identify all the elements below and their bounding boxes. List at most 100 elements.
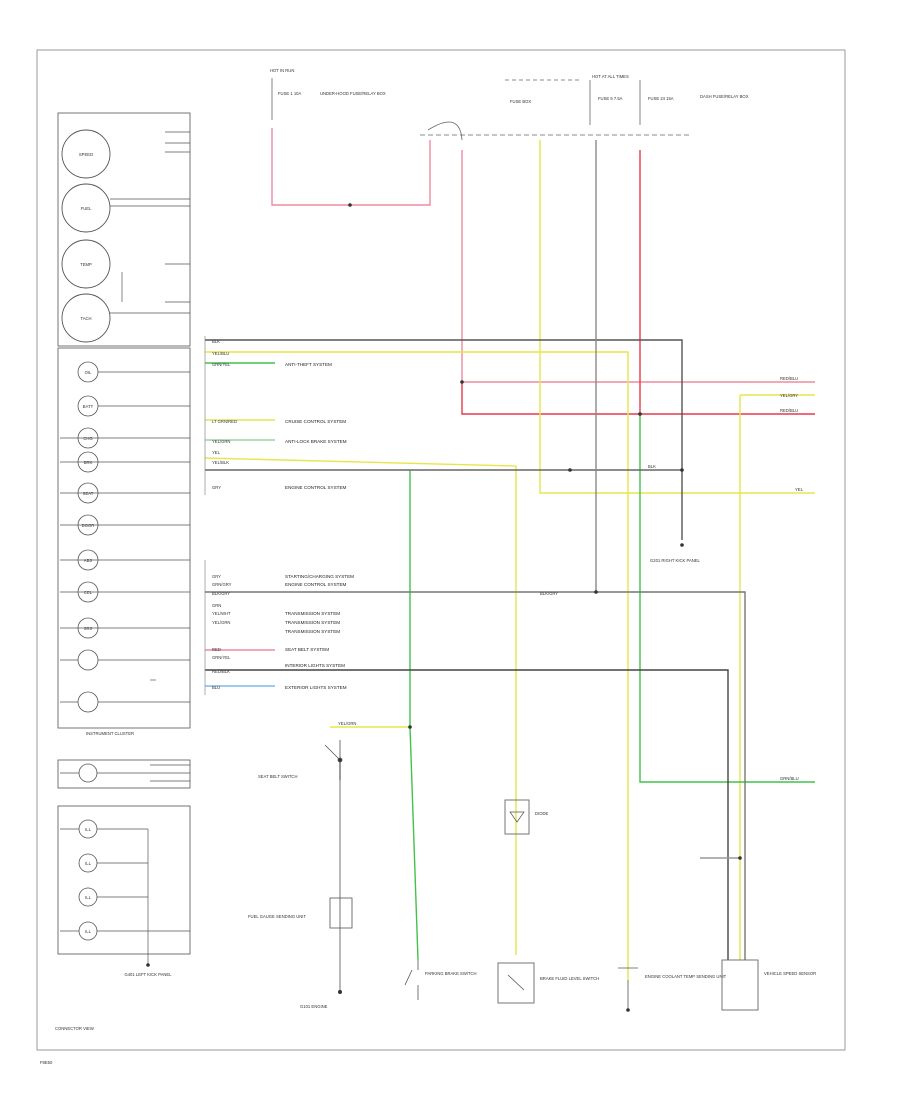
lamp-label: SRS: [84, 626, 93, 631]
gauge-tach: TACH: [61, 293, 111, 343]
gauge-label: TEMP: [80, 262, 92, 267]
wire-label: RED: [212, 647, 221, 652]
wire-label: YEL: [212, 450, 221, 455]
illum-label: ILL: [85, 929, 91, 934]
illum-label: ILL: [85, 861, 91, 866]
hot-at-all-times-label: HOT AT ALL TIMES: [592, 74, 629, 79]
lamp-row-6: ABS: [60, 549, 190, 571]
wire-label: BLK/GRY: [540, 591, 558, 596]
lamp-row-1: BATT: [77, 395, 190, 417]
lamp-label: CEL: [84, 590, 93, 595]
cluster-illum-box: [57, 805, 191, 955]
illum-lamp-3: ILL: [78, 921, 98, 941]
page-label: CONNECTOR VIEW: [55, 1026, 94, 1031]
gauge-temp: TEMP: [61, 239, 111, 289]
system-label: ENGINE CONTROL SYSTEM: [285, 582, 347, 587]
wire-label: YEL/WHT: [212, 611, 231, 616]
instrument-cluster: SPEED FUEL TEMP TACH OIL: [57, 112, 191, 977]
system-label: CRUISE CONTROL SYSTEM: [285, 419, 346, 424]
cluster-mid-box: [57, 759, 191, 789]
fuse-a-label: FUSE 1 10A: [278, 91, 301, 96]
system-label: TRANSMISSION SYSTEM: [285, 611, 340, 616]
wire-label: BLK: [212, 339, 220, 344]
wire-label: RED/BLU: [780, 408, 798, 413]
wire-label: GRN/GRY: [212, 582, 232, 587]
cluster-lamp-box: [57, 347, 191, 729]
wire-label: YEL/GRY: [780, 393, 798, 398]
wire-label: GRN: [212, 603, 221, 608]
lamp-label: CHG: [83, 436, 92, 441]
brake-fluid-label: BRAKE FLUID LEVEL SWITCH: [540, 976, 599, 981]
wire-label: GRY: [212, 574, 221, 579]
wire-label: GRN/YEL: [212, 362, 231, 367]
hot-in-run-label: HOT IN RUN: [270, 68, 294, 73]
lamp-row-5: DOOR: [60, 514, 190, 536]
system-label: INTERIOR LIGHTS SYSTEM: [285, 663, 345, 668]
footer-code: F8E50: [40, 1060, 53, 1065]
vss-label: VEHICLE SPEED SENSOR: [764, 971, 816, 976]
gauge-speed: SPEED: [61, 129, 111, 179]
illum-label: ILL: [85, 827, 91, 832]
wire-label: LT GRN/RED: [212, 419, 237, 424]
fuse-area: HOT IN RUN FUSE 1 10A UNDER-HOOD FUSE/RE…: [270, 68, 749, 141]
underhood-label: UNDER-HOOD FUSE/RELAY BOX: [320, 91, 386, 96]
lamp-row-8: SRS: [60, 617, 190, 639]
fuse-box-label: FUSE BOX: [510, 99, 531, 104]
gauge-fuel: FUEL: [61, 183, 111, 233]
ground-g2-label: G201 RIGHT KICK PANEL: [650, 558, 701, 563]
ground-g1-label: G401 LEFT KICK PANEL: [124, 972, 172, 977]
lamp-row-0: OIL: [77, 361, 190, 383]
wire-label: BLK: [648, 464, 656, 469]
wire-label: RED/BLU: [780, 376, 798, 381]
system-label: TRANSMISSION SYSTEM: [285, 629, 340, 634]
system-label: STARTING/CHARGING SYSTEM: [285, 574, 354, 579]
lamp-label: BRK: [84, 460, 93, 465]
fuel-gauge-unit-label: FUEL GAUGE SENDING UNIT: [248, 914, 306, 919]
illum-lamp-1: ILL: [78, 853, 98, 873]
system-label: TRANSMISSION SYSTEM: [285, 620, 340, 625]
gauge-label: TACH: [80, 316, 91, 321]
dash-fuse-label: DASH FUSE/RELAY BOX: [700, 94, 749, 99]
wire-label: YEL/GRN: [212, 439, 230, 444]
seat-belt-label: SEAT BELT SWITCH: [258, 774, 297, 779]
components: G201 RIGHT KICK PANEL SEAT BELT SWITCH D…: [248, 543, 816, 1012]
lamp-label: OIL: [85, 370, 92, 375]
wire-color-labels: BLK YEL/BLU GRN/YEL LT GRN/RED YEL/GRN Y…: [212, 339, 804, 781]
wire-label: BLK/GRY: [212, 591, 230, 596]
cluster-label: INSTRUMENT CLUSTER: [86, 731, 134, 736]
fuse-c-label: FUSE 24 15A: [648, 96, 674, 101]
wires: [204, 128, 815, 990]
lamp-row-7: CEL: [60, 581, 190, 603]
system-label: SEAT BELT SYSTEM: [285, 647, 329, 652]
wire-label: YEL/BLU: [212, 351, 229, 356]
lamp-label: ABS: [84, 558, 93, 563]
lamp-label: DOOR: [82, 523, 95, 528]
illum-lamp-0: ILL: [78, 819, 98, 839]
wire-label: GRY: [212, 485, 221, 490]
system-labels: ANTI-THEFT SYSTEM CRUISE CONTROL SYSTEM …: [285, 362, 354, 690]
cluster-gauge-box: [57, 112, 191, 347]
system-label: EXTERIOR LIGHTS SYSTEM: [285, 685, 347, 690]
system-label: ANTI-THEFT SYSTEM: [285, 362, 332, 367]
system-label: ANTI-LOCK BRAKE SYSTEM: [285, 439, 347, 444]
lamp-row-2: CHG: [60, 427, 190, 449]
lamp-label: SEAT: [83, 491, 94, 496]
wire-label: GRN/YEL: [212, 655, 231, 660]
diode-label: DIODE: [535, 811, 548, 816]
wire-label: YEL/BLK: [212, 460, 229, 465]
fuse-b-label: FUSE 5 7.5A: [598, 96, 623, 101]
ground-g3-label: G101 ENGINE: [300, 1004, 328, 1009]
wire-label: GRN/BLU: [780, 776, 799, 781]
diagram-frame: [36, 49, 846, 1051]
wire-label: YEL/GRN: [212, 620, 230, 625]
engine-coolant-label: ENGINE COOLANT TEMP SENDING UNIT: [645, 974, 727, 979]
gauge-label: SPEED: [79, 152, 93, 157]
wire-label: YEL/GRN: [338, 721, 356, 726]
system-label: ENGINE CONTROL SYSTEM: [285, 485, 347, 490]
wire-label: YEL: [795, 487, 804, 492]
lamp-row-4: SEAT: [60, 482, 190, 504]
lamp-label: BATT: [83, 404, 94, 409]
illum-lamp-2: ILL: [78, 887, 98, 907]
gauge-label: FUEL: [81, 206, 92, 211]
